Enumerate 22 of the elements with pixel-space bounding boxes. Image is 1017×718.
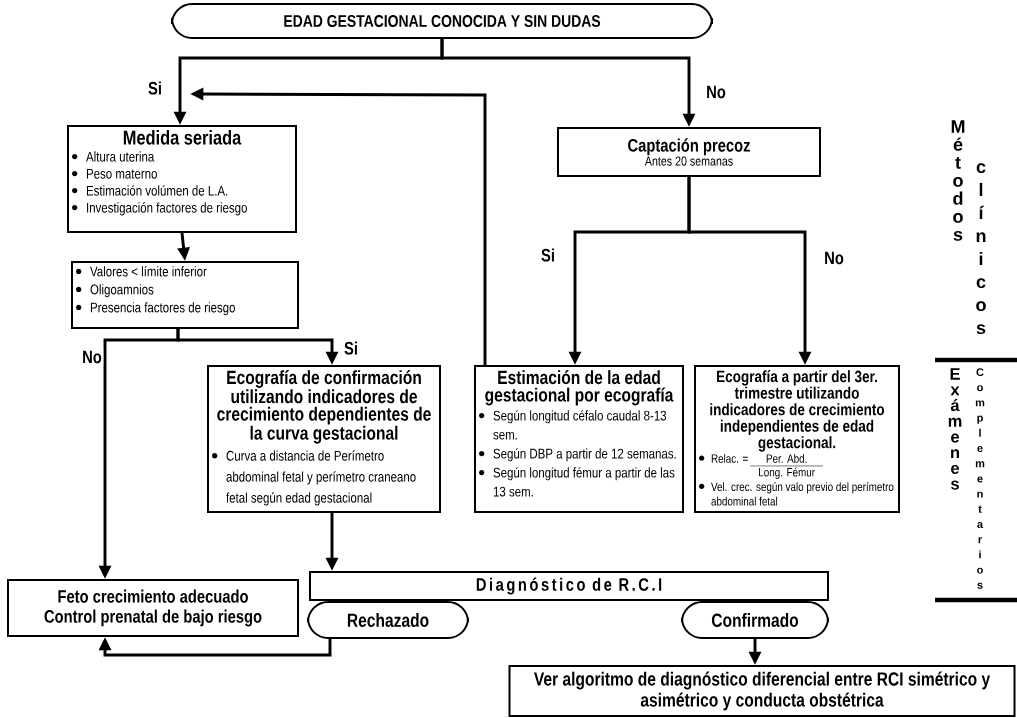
edge-label: No (80, 349, 104, 365)
process-box: Diagnóstico de R.C.I (309, 571, 829, 601)
process-box: Ecografía a partir del 3er. trimestre utilizando indicadores de crecimiento independientes de edad gestacional. Relac. = Per. Abd. Long. Fémur Vel. crec. según valo previo del perímetro abdominal fetal (694, 365, 900, 513)
process-box: Captación precoz Antes 20 semanas (557, 127, 821, 177)
process-box: Feto crecimiento adecuado Control prenatal de bajo riesgo (7, 579, 299, 637)
process-box: Medida seriada Altura uterina Peso materno Estimación volúmen de L.A. Investigación factores de riesgo (67, 125, 297, 233)
edge-label: Si (539, 247, 557, 263)
process-box: Ecografía de confirmación utilizando indicadores de crecimiento dependientes de la curva gestacional Curva a distancia de Perímetro abdominal fetal y perímetro craneano fetal según edad gestacional (207, 365, 441, 513)
edge-label: No (704, 84, 728, 100)
process-box: Ver algoritmo de diagnóstico diferencial entre RCI simétrico y asimétrico y conducta obstétrica (508, 665, 1016, 717)
rounded-box: Confirmado (681, 601, 829, 639)
rounded-box: EDAD GESTACIONAL CONOCIDA Y SIN DUDAS (171, 3, 713, 39)
vertical-label: Exámenes (948, 368, 962, 490)
vertical-label: Complementarios (975, 368, 985, 589)
vertical-label: Métodos (951, 120, 965, 241)
edge-label: No (822, 250, 846, 266)
rounded-box: Rechazado (307, 601, 469, 639)
process-box: Valores < límite inferior Oligoamnios Presencia factores de riesgo (71, 261, 299, 329)
edge-label: Si (146, 80, 164, 96)
vertical-label: clínicos (976, 163, 986, 335)
edge-label: Si (342, 340, 360, 356)
process-box: Estimación de la edad gestacional por ecografía Según longitud céfalo caudal 8-13 sem. Según DBP a partir de 12 semanas. Según longitud fémur a partir de las 13 sem. (474, 365, 684, 513)
